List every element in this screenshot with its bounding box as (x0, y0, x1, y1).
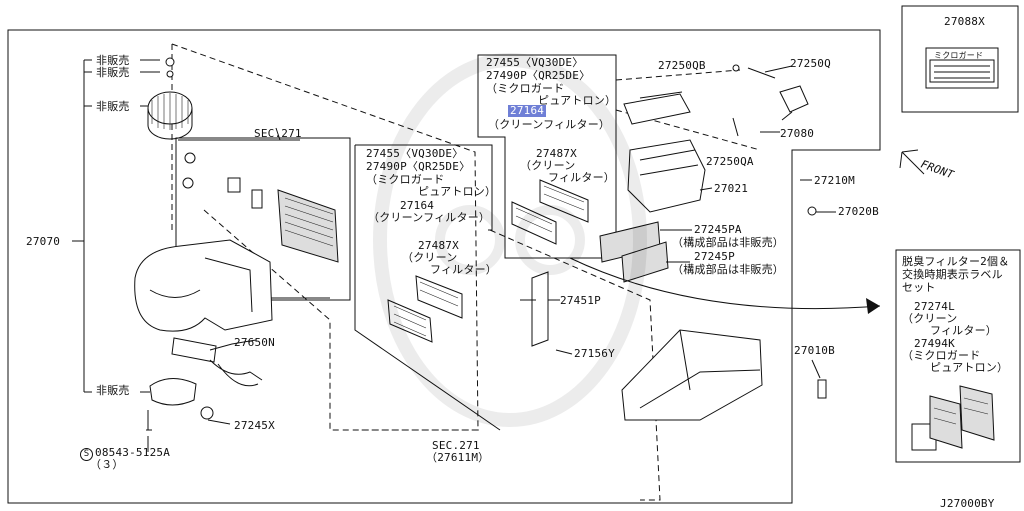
mid-desc-puretron: ピュアトロン） (418, 185, 497, 198)
top-desc-clean: （クリーン (520, 159, 576, 172)
screw-symbol: S (80, 447, 93, 461)
part-27250qb[interactable]: 27250QB (658, 59, 706, 72)
part-27245pa-note: （構成部品は非販売） (672, 236, 784, 249)
top-part-27487x[interactable]: 27487X (536, 147, 577, 160)
mid-desc-filter: フィルター） (430, 263, 497, 276)
part-27020b[interactable]: 27020B (838, 205, 879, 218)
label-sticker-text: ミクロガード (934, 51, 984, 60)
part-27080[interactable]: 27080 (780, 127, 815, 140)
part-27021[interactable]: 27021 (714, 182, 749, 195)
part-27650n[interactable]: 27650N (234, 336, 275, 349)
kit-box-border (895, 249, 1021, 463)
watermark-emblem (373, 53, 647, 427)
mid-part-27487x[interactable]: 27487X (418, 239, 459, 252)
part-27070[interactable]: 27070 (26, 235, 61, 248)
top-part-27455[interactable]: 27455〈VQ30DE〉 (486, 56, 584, 69)
main-frame-border (7, 29, 881, 504)
kit-part-27274l[interactable]: 27274L (914, 300, 955, 313)
kit-desc-line3: セット (902, 281, 936, 294)
sec271-top-label[interactable]: SEC.271 (254, 127, 302, 140)
top-part-27164-highlighted[interactable]: 27164 (508, 104, 547, 117)
part-27451p[interactable]: 27451P (560, 294, 601, 307)
part-27010b[interactable]: 27010B (794, 344, 835, 357)
part-27245x[interactable]: 27245X (234, 419, 275, 432)
kit-desc-microguard: （ミクロガード (902, 349, 981, 362)
sec271-bottom-label[interactable]: SEC.271 (432, 439, 480, 452)
kit-desc-clean: （クリーン (902, 312, 958, 325)
mid-part-27164[interactable]: 27164 (400, 199, 435, 212)
diagram-code: J27000BY (940, 497, 995, 510)
kit-desc-line1: 脱臭フィルター2個＆ (902, 255, 1010, 268)
label-box-border (901, 5, 1019, 113)
top-desc-clean-filter: （クリーンフィルター） (488, 118, 611, 131)
part-27250q[interactable]: 27250Q (790, 57, 831, 70)
non-sale-label-1: 非販売 (96, 54, 130, 67)
part-27245p-note: （構成部品は非販売） (672, 263, 784, 276)
part-27210m[interactable]: 27210M (814, 174, 855, 187)
filter-box-top-border (477, 54, 617, 259)
non-sale-label-2: 非販売 (96, 66, 130, 79)
mid-desc-clean-filter: （クリーンフィルター） (368, 211, 491, 224)
top-desc-filter: フィルター） (548, 171, 615, 184)
mid-part-27455[interactable]: 27455〈VQ30DE〉 (366, 147, 464, 160)
part-27245pa[interactable]: 27245PA (694, 223, 742, 236)
mid-desc-microguard: （ミクロガード (366, 173, 445, 186)
top-part-27490p[interactable]: 27490P〈QR25DE〉 (486, 69, 591, 82)
kit-part-27494k[interactable]: 27494K (914, 337, 955, 350)
part-08543-5125a[interactable]: 08543-5125A (95, 446, 171, 459)
screw-quantity: （３） (90, 458, 124, 471)
non-sale-label-4: 非販売 (96, 384, 130, 397)
part-27245p[interactable]: 27245P (694, 250, 735, 263)
top-desc-puretron: ピュアトロン） (538, 94, 617, 107)
non-sale-label-3: 非販売 (96, 100, 130, 113)
part-27156y[interactable]: 27156Y (574, 347, 615, 360)
part-27250qa[interactable]: 27250QA (706, 155, 754, 168)
kit-desc-filter: フィルター） (930, 324, 997, 337)
kit-desc-puretron: ピュアトロン） (930, 361, 1009, 374)
mid-part-27490p[interactable]: 27490P〈QR25DE〉 (366, 160, 471, 173)
part-27088x[interactable]: 27088X (944, 15, 985, 28)
top-desc-microguard: （ミクロガード (486, 82, 565, 95)
sec271-bottom-sub: （27611M） (426, 451, 490, 464)
kit-desc-line2: 交換時期表示ラベル (902, 268, 1003, 281)
mid-desc-clean: （クリーン (402, 251, 458, 264)
